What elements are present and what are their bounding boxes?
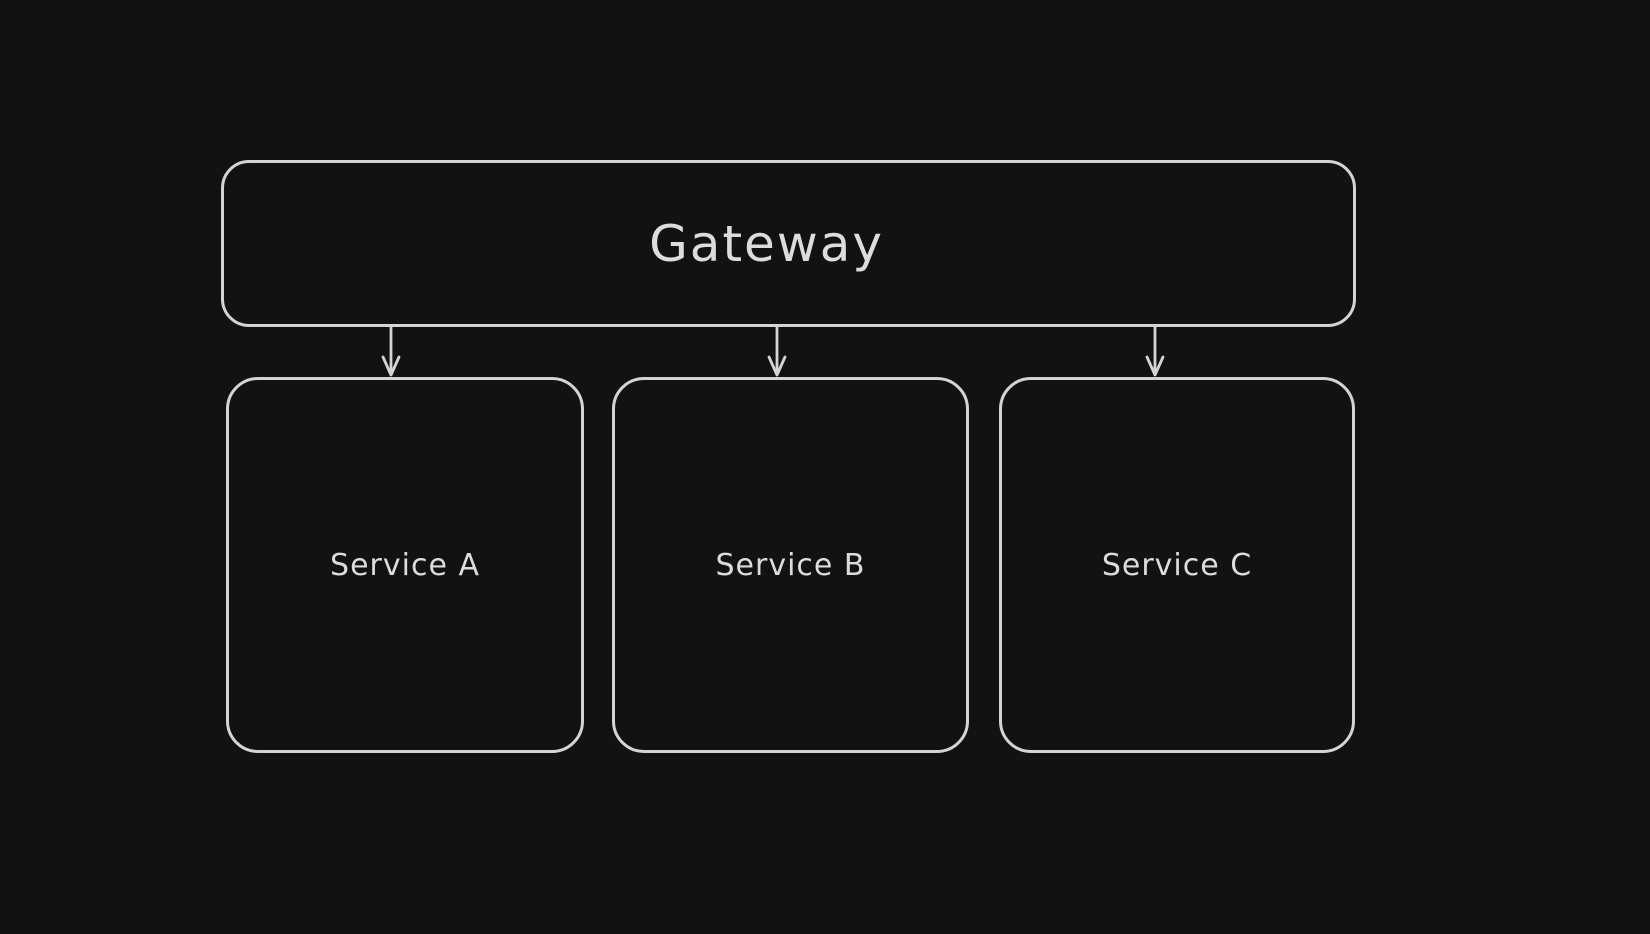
service-a-node: Service A: [226, 377, 584, 753]
arrow-gateway-to-service-a: [381, 326, 401, 377]
service-b-label: Service B: [715, 547, 866, 583]
service-c-node: Service C: [999, 377, 1355, 753]
gateway-label: Gateway: [649, 214, 884, 273]
service-b-node: Service B: [612, 377, 969, 753]
arrow-gateway-to-service-c: [1145, 326, 1165, 377]
service-a-label: Service A: [330, 547, 480, 583]
gateway-node: Gateway: [221, 160, 1356, 327]
arrow-gateway-to-service-b: [767, 326, 787, 377]
service-c-label: Service C: [1101, 547, 1253, 583]
